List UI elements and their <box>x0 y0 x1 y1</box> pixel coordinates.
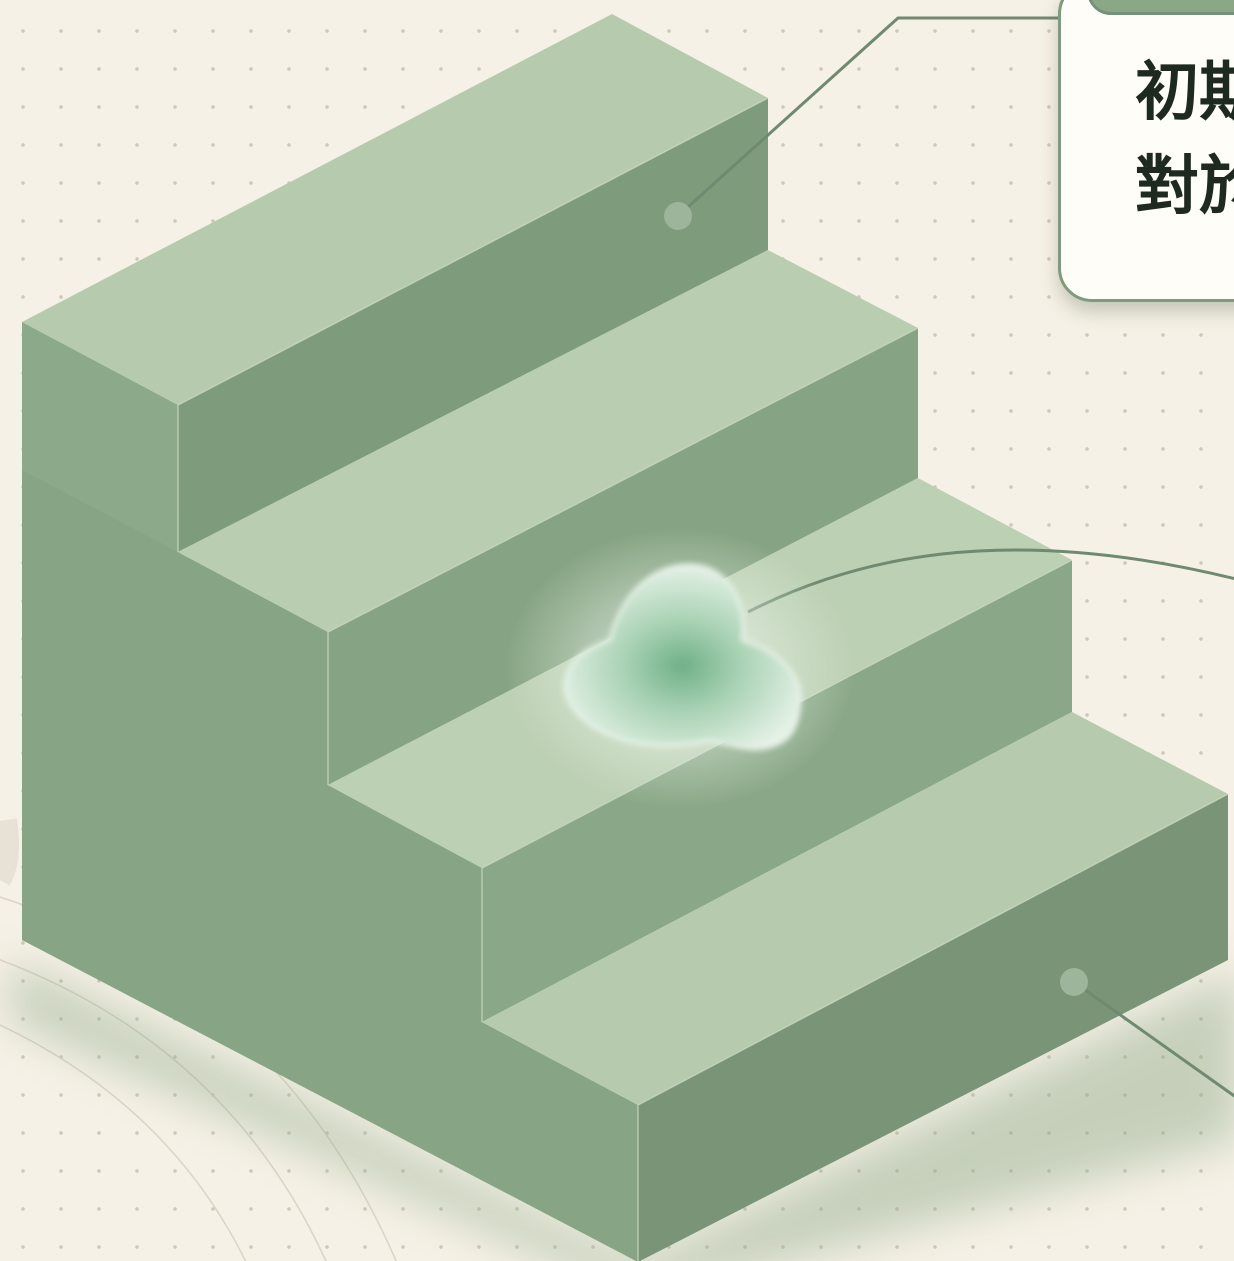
stair-side-face <box>22 322 638 1261</box>
connector-line-bottom <box>1073 980 1234 1098</box>
step-1-top <box>22 14 768 405</box>
callout-header <box>1087 0 1234 15</box>
connector-dot-top-icon <box>664 202 692 230</box>
slime-blob-icon <box>563 563 802 751</box>
callout-text-line-1: 初期 <box>1135 56 1234 130</box>
callout-card: 初期 對於 <box>1058 0 1234 302</box>
step-3-riser <box>482 560 1072 1022</box>
step-4-top <box>482 712 1228 1105</box>
stair-side-highlight <box>22 322 178 552</box>
callout-text-line-2: 對於 <box>1135 150 1234 224</box>
connector-dot-bottom-icon <box>1060 968 1088 996</box>
step-1-riser <box>178 98 768 552</box>
connector-line-top <box>676 16 1090 218</box>
step-2-top <box>178 250 918 632</box>
stair-shadow <box>10 960 1234 1261</box>
step-4-riser <box>638 794 1228 1261</box>
